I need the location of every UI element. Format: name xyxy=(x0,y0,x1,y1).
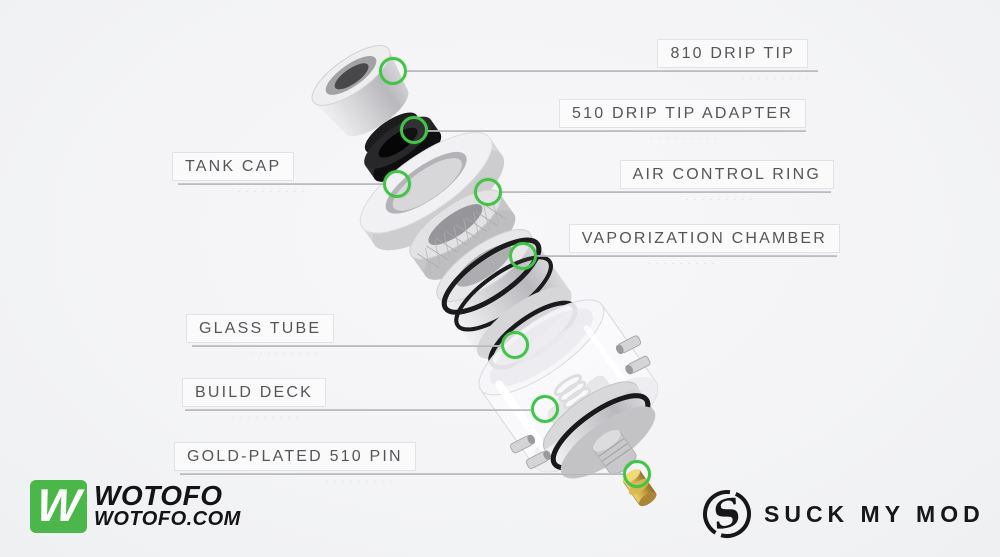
label-510-drip-tip-adapter: 510 DRIP TIP ADAPTER xyxy=(559,99,806,128)
leader-line-air-control-ring xyxy=(501,191,831,193)
label-gold-plated-510-pin: GOLD-PLATED 510 PIN xyxy=(174,442,416,471)
leader-line-vaporization-chamber xyxy=(536,255,837,257)
label-tank-cap: TANK CAP xyxy=(172,152,295,181)
microtext-810: · · · · · · · · · xyxy=(742,75,810,82)
leader-line-build-deck xyxy=(185,409,531,411)
marker-gold-plated-510-pin xyxy=(623,460,651,488)
leader-line-510-adapter xyxy=(427,130,806,132)
leader-line-tank-cap xyxy=(178,183,384,185)
leader-line-glass-tube xyxy=(192,345,502,347)
marker-air-control-ring xyxy=(474,178,502,206)
label-810-drip-tip: 810 DRIP TIP xyxy=(657,39,808,68)
marker-vaporization-chamber xyxy=(509,242,537,270)
label-air-control-ring: AIR CONTROL RING xyxy=(619,160,834,189)
label-glass-tube: GLASS TUBE xyxy=(186,314,335,343)
label-vaporization-chamber: VAPORIZATION CHAMBER xyxy=(568,224,840,253)
wotofo-wordmark: WOTOFO xyxy=(94,479,223,511)
microtext-510: · · · · · · · · · xyxy=(650,135,718,142)
microtext-gold-pin: · · · · · · · · · xyxy=(326,478,394,485)
wotofo-w-icon: W xyxy=(30,480,87,533)
part-tank-cap xyxy=(359,132,505,251)
microtext-vaporization: · · · · · · · · · xyxy=(648,260,716,267)
microtext-air-control: · · · · · · · · · xyxy=(686,196,754,203)
leader-line-810-drip-tip xyxy=(406,70,818,72)
marker-tank-cap xyxy=(383,170,411,198)
part-deck-screws xyxy=(509,335,651,470)
marker-glass-tube xyxy=(501,331,529,359)
leader-line-gold-pin xyxy=(180,473,623,475)
marker-build-deck xyxy=(531,395,559,423)
label-build-deck: BUILD DECK xyxy=(182,378,327,407)
part-air-control-ring xyxy=(409,189,516,280)
suck-my-mod-emblem-icon: S xyxy=(703,488,751,539)
microtext-tank-cap: · · · · · · · · · xyxy=(238,188,306,195)
wotofo-logo: W WOTOFO WOTOFO.COM xyxy=(30,480,241,533)
suck-my-mod-wordmark: SUCK MY MOD xyxy=(764,500,985,527)
part-build-deck xyxy=(542,381,656,479)
marker-510-drip-tip-adapter xyxy=(400,116,428,144)
wotofo-url: WOTOFO.COM xyxy=(94,508,241,531)
wotofo-monogram: W xyxy=(34,480,83,531)
microtext-build-deck: · · · · · · · · · xyxy=(232,414,300,421)
microtext-glass-tube: · · · · · · · · · xyxy=(252,350,320,357)
marker-810-drip-tip xyxy=(379,57,407,85)
part-510-base xyxy=(593,429,637,475)
suck-my-mod-logo: S SUCK MY MOD xyxy=(701,488,985,540)
